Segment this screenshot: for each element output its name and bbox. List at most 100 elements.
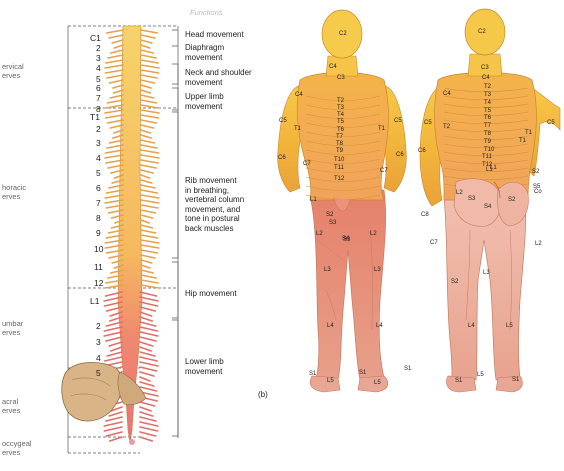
front-dermatome-label: S1 bbox=[359, 370, 366, 377]
front-dermatome-label: T12 bbox=[334, 176, 344, 183]
segment-number: 6 bbox=[96, 183, 101, 193]
segment-number: C1 bbox=[90, 33, 101, 43]
front-dermatome-label: C6 bbox=[396, 152, 404, 159]
back-dermatome-label: L3 bbox=[483, 270, 490, 277]
front-dermatome-label: T4 bbox=[337, 112, 344, 119]
segment-number: 3 bbox=[96, 337, 101, 347]
back-dermatome-label: L5 bbox=[477, 372, 484, 379]
front-dermatome-label: T11 bbox=[334, 165, 344, 172]
function-hip-movement: Hip movement bbox=[185, 289, 237, 299]
back-dermatome-label: C6 bbox=[418, 148, 426, 155]
front-dermatome-label: C6 bbox=[278, 155, 286, 162]
front-dermatome-label: C5 bbox=[279, 118, 287, 125]
back-dermatome-label: T9 bbox=[484, 139, 491, 146]
segment-number: 7 bbox=[96, 198, 101, 208]
segment-number: 7 bbox=[96, 93, 101, 103]
back-dermatome-label: T6 bbox=[484, 115, 491, 122]
back-dermatome-label: S2 bbox=[451, 279, 458, 286]
front-dermatome-label: T2 bbox=[337, 98, 344, 105]
front-dermatome-label: L2 bbox=[316, 231, 323, 238]
back-dermatome-label: C7 bbox=[430, 240, 438, 247]
region-label-sacral: acralerves bbox=[2, 397, 20, 415]
back-dermatome-label: S3 bbox=[468, 196, 475, 203]
segment-number: 2 bbox=[96, 43, 101, 53]
front-dermatome-label: S1 bbox=[309, 371, 316, 378]
back-dermatome-label: Co bbox=[534, 189, 542, 196]
back-dermatome-label: L2 bbox=[535, 241, 542, 248]
segment-number: 4 bbox=[96, 153, 101, 163]
front-dermatome-label: L4 bbox=[376, 323, 383, 330]
back-dermatome-label: L5 bbox=[506, 323, 513, 330]
front-dermatome-label: T8 bbox=[336, 141, 343, 148]
segment-number: 3 bbox=[96, 53, 101, 63]
front-dermatome-label: T5 bbox=[337, 119, 344, 126]
segment-number: 3 bbox=[96, 138, 101, 148]
segment-number: 12 bbox=[94, 278, 103, 288]
front-dermatome-label: C3 bbox=[337, 75, 345, 82]
back-dermatome-label: C5 bbox=[424, 120, 432, 127]
back-dermatome-label: T1 bbox=[519, 138, 526, 145]
back-dermatome-label: C5 bbox=[547, 120, 555, 127]
front-dermatome-label: C4 bbox=[329, 64, 337, 71]
front-dermatome-label: C7 bbox=[380, 168, 388, 175]
segment-number: 5 bbox=[96, 368, 101, 378]
back-dermatome-label: L1 bbox=[490, 165, 497, 172]
back-dermatome-label: L2 bbox=[456, 190, 463, 197]
back-dermatome-label: T3 bbox=[484, 92, 491, 99]
segment-number: 4 bbox=[96, 63, 101, 73]
front-dermatome-label: S3 bbox=[343, 237, 350, 244]
segment-number: L1 bbox=[90, 296, 99, 306]
front-dermatome-label: C7 bbox=[303, 161, 311, 168]
back-dermatome-label: L4 bbox=[468, 323, 475, 330]
front-dermatome-label: T3 bbox=[337, 105, 344, 112]
front-dermatome-label: L5 bbox=[327, 378, 334, 385]
front-dermatome-label: L3 bbox=[374, 267, 381, 274]
segment-number: 2 bbox=[96, 321, 101, 331]
back-dermatome-label: T8 bbox=[484, 131, 491, 138]
back-dermatome-label: T2 bbox=[484, 84, 491, 91]
back-dermatome-label: S2 bbox=[532, 169, 539, 176]
back-dermatome-label: T11 bbox=[482, 154, 492, 161]
front-dermatome-label: T7 bbox=[336, 134, 343, 141]
back-dermatome-label: T5 bbox=[484, 108, 491, 115]
segment-number: T1 bbox=[90, 112, 100, 122]
back-dermatome-label: T10 bbox=[484, 147, 494, 154]
back-dermatome-label: C2 bbox=[478, 29, 486, 36]
front-dermatome-label: T9 bbox=[336, 148, 343, 155]
front-dermatome-label: C2 bbox=[339, 31, 347, 38]
front-body bbox=[278, 10, 407, 392]
front-dermatome-label: S3 bbox=[329, 220, 336, 227]
front-dermatome-label: S2 bbox=[326, 212, 333, 219]
segment-number: 9 bbox=[96, 228, 101, 238]
segment-number: 6 bbox=[96, 83, 101, 93]
spinal-cord bbox=[62, 26, 178, 453]
front-dermatome-label: T6 bbox=[337, 127, 344, 134]
segment-number: 10 bbox=[94, 244, 103, 254]
segment-number: 8 bbox=[96, 213, 101, 223]
front-dermatome-label: L1 bbox=[310, 197, 317, 204]
front-dermatome-label: S1 bbox=[404, 366, 411, 373]
front-dermatome-label: T10 bbox=[334, 157, 344, 164]
back-dermatome-label: C4 bbox=[443, 91, 451, 98]
back-dermatome-label: S4 bbox=[484, 204, 491, 211]
front-dermatome-label: L4 bbox=[327, 323, 334, 330]
panel-label: (b) bbox=[258, 390, 268, 399]
back-dermatome-label: S1 bbox=[455, 378, 462, 385]
back-dermatome-label: C8 bbox=[421, 212, 429, 219]
back-dermatome-label: S1 bbox=[512, 377, 519, 384]
back-dermatome-label: T1 bbox=[525, 130, 532, 137]
segment-number: 11 bbox=[94, 262, 103, 272]
region-label-cervical: ervicalerves bbox=[2, 62, 24, 80]
front-dermatome-label: C5 bbox=[394, 118, 402, 125]
segment-number: 5 bbox=[96, 168, 101, 178]
functions-header: Functions bbox=[190, 8, 223, 17]
front-dermatome-label: L2 bbox=[370, 231, 377, 238]
back-dermatome-label: C3 bbox=[481, 65, 489, 72]
back-body bbox=[420, 9, 560, 392]
